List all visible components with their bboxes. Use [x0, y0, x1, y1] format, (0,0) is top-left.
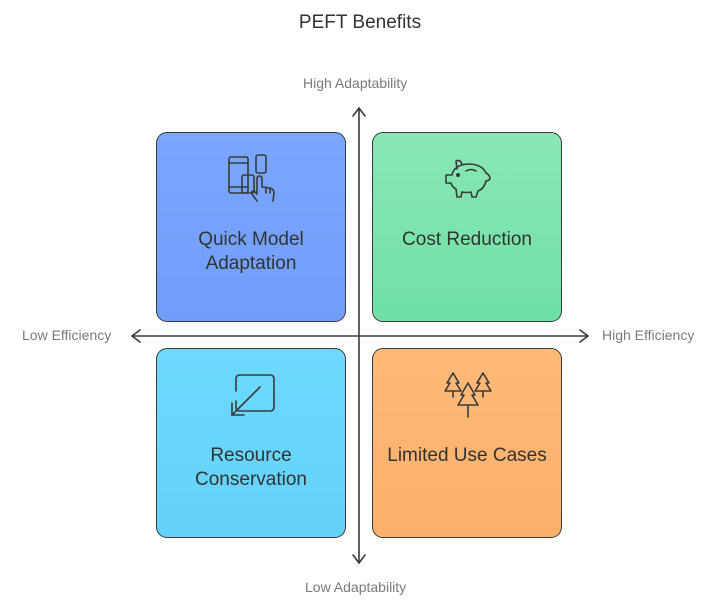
quadrant-resource-conservation: Resource Conservation: [156, 348, 346, 538]
axis-label-right: High Efficiency: [602, 327, 695, 343]
touch-devices-icon: [228, 154, 275, 202]
trees-icon: [444, 372, 492, 418]
quadrant-label: Limited Use Cases: [387, 445, 547, 466]
arrow-left-icon: [131, 329, 141, 343]
quadrant-quick-model-adaptation: Quick Model Adaptation: [156, 132, 346, 322]
arrow-right-icon: [579, 329, 589, 343]
quadrant-limited-use-cases: Limited Use Cases: [372, 348, 562, 538]
axis-label-top: High Adaptability: [303, 75, 408, 91]
piggy-bank-icon: [445, 159, 491, 198]
quadrant-cost-reduction: Cost Reduction: [372, 132, 562, 322]
axis-label-left: Low Efficiency: [22, 327, 112, 343]
shrink-arrow-icon: [231, 374, 275, 416]
diagram-title: PEFT Benefits: [298, 12, 422, 33]
quadrant-label: Resource Conservation: [195, 445, 307, 490]
axis-label-bottom: Low Adaptability: [305, 579, 407, 595]
quadrant-label: Cost Reduction: [402, 229, 532, 250]
arrow-up-icon: [352, 107, 366, 117]
quadrant-label: Quick Model Adaptation: [198, 229, 304, 274]
arrow-down-icon: [352, 554, 366, 564]
